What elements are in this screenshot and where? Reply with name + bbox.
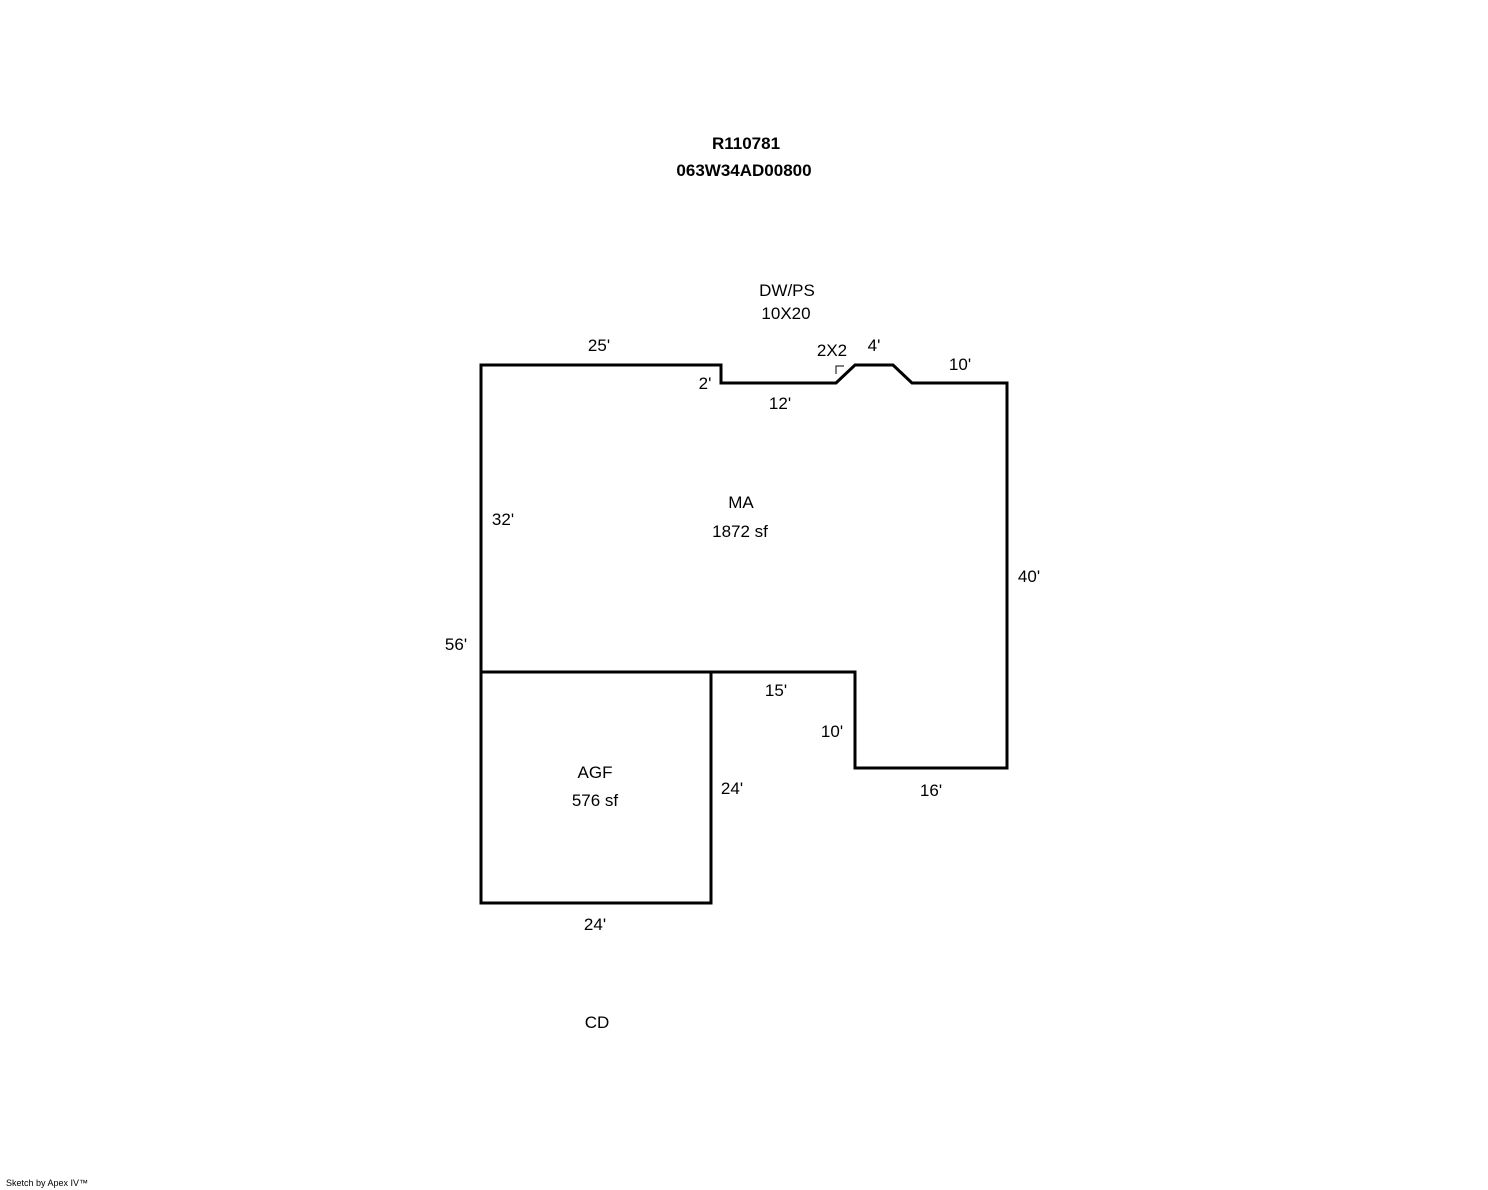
small-area-marker (835, 365, 844, 374)
dim-ma-top-mid: 12' (769, 394, 791, 413)
ma-area: 1872 sf (712, 522, 768, 541)
dw-ps-size: 10X20 (761, 304, 810, 323)
dim-ma-right: 40' (1018, 567, 1040, 586)
dim-ma-inner-v: 10' (821, 722, 843, 741)
dim-agf-bottom: 24' (584, 915, 606, 934)
dim-ma-left: 32' (492, 510, 514, 529)
parcel-id: R110781 (712, 134, 780, 153)
cd-label: CD (585, 1013, 610, 1032)
sketch-credit: Sketch by Apex IV™ (6, 1178, 89, 1188)
dim-agf-right: 24' (721, 779, 743, 798)
ma-code: MA (728, 493, 754, 512)
dw-ps-label: DW/PS (759, 281, 815, 300)
agf-area: 576 sf (572, 791, 619, 810)
dim-ma-inner-h: 15' (765, 681, 787, 700)
main-area-outline (479, 363, 1009, 770)
dim-ma-top-right: 10' (949, 355, 971, 374)
dim-ma-step: 2' (699, 374, 712, 393)
dim-ma-bottom: 16' (920, 781, 942, 800)
small-area-label: 2X2 (817, 341, 847, 360)
dim-ma-bump: 4' (868, 336, 881, 355)
map-number: 063W34AD00800 (676, 161, 811, 180)
dim-ma-top-left: 25' (588, 336, 610, 355)
agf-outline (479, 670, 713, 905)
dim-total-left: 56' (445, 635, 467, 654)
agf-code: AGF (578, 763, 613, 782)
